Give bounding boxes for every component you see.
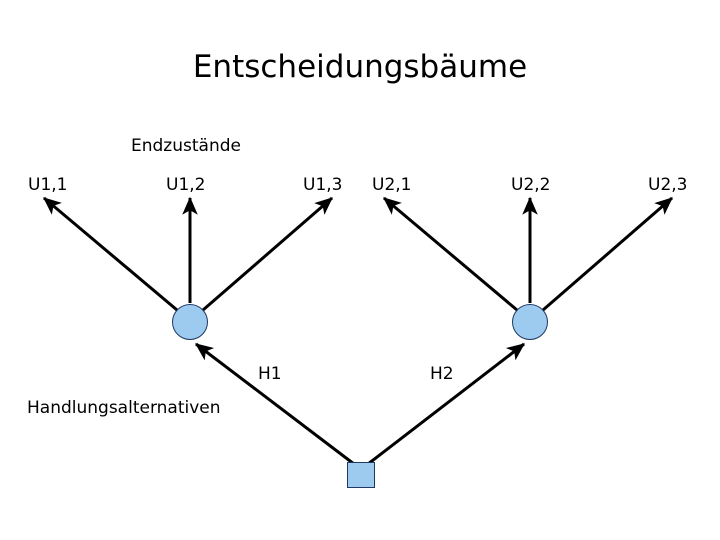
- handlungsalternativen-label: Handlungsalternativen: [27, 398, 221, 418]
- decision-node-h1: [172, 304, 208, 340]
- endzustaende-label: Endzustände: [131, 136, 241, 156]
- terminal-node-base-u12: U: [166, 175, 179, 195]
- terminal-node-label-u23: U2,3: [648, 175, 688, 195]
- terminal-node-label-u22: U2,2: [511, 175, 551, 195]
- terminal-node-sub-u22: 2,2: [523, 175, 551, 195]
- terminal-node-label-u13: U1,3: [303, 175, 343, 195]
- edge-h2-to-u23: [542, 196, 673, 312]
- terminal-node-sub-u23: 2,3: [660, 175, 688, 195]
- edge-root-to-h2: [367, 342, 525, 466]
- branch-label-h2: H2: [430, 364, 454, 384]
- terminal-node-base-u21: U: [372, 175, 385, 195]
- decision-node-h2: [512, 304, 548, 340]
- terminal-node-label-u12: U1,2: [166, 175, 206, 195]
- edge-h1-to-u11: [43, 196, 178, 312]
- edge-h2-to-u21: [383, 196, 518, 312]
- terminal-node-label-u11: U1,1: [28, 175, 68, 195]
- terminal-node-base-u22: U: [511, 175, 524, 195]
- terminal-node-base-u23: U: [648, 175, 661, 195]
- edge-root-to-h1: [195, 342, 355, 466]
- edge-h1-to-u13: [202, 196, 333, 312]
- branch-label-h1: H1: [258, 364, 282, 384]
- terminal-node-base-u13: U: [303, 175, 316, 195]
- terminal-node-sub-u12: 1,2: [178, 175, 206, 195]
- page-title: Entscheidungsbäume: [192, 49, 528, 85]
- terminal-node-label-u21: U2,1: [372, 175, 412, 195]
- root-decision-node: [347, 462, 375, 488]
- terminal-node-sub-u11: 1,1: [40, 175, 68, 195]
- terminal-node-sub-u21: 2,1: [384, 175, 412, 195]
- terminal-node-sub-u13: 1,3: [315, 175, 343, 195]
- terminal-node-base-u11: U: [28, 175, 41, 195]
